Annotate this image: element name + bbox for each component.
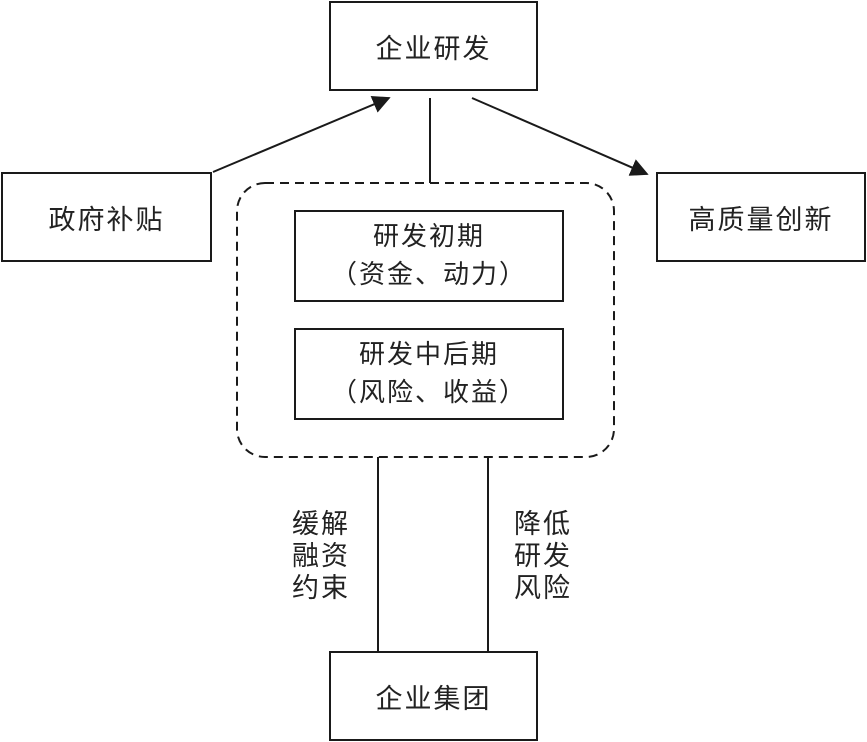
arrow-subsidy-to-rd [212,95,391,173]
rd-early-stage-title: 研发初期 [372,222,485,252]
node-government-subsidy-label: 政府补贴 [48,204,165,236]
rd-stages-container [236,182,615,458]
side-note-left-line: 融资 [292,541,350,572]
node-enterprise-group-label: 企业集团 [375,683,492,715]
side-note-right-line: 研发 [514,541,572,572]
node-rd-later-stage: 研发中后期 （风险、收益） [294,328,564,420]
rd-later-stage-title: 研发中后期 [358,340,499,370]
side-note-left-line: 约束 [292,573,350,604]
side-note-reduce-risk: 降低 研发 风险 [514,509,572,605]
node-rd-early-stage: 研发初期 （资金、动力） [294,210,564,302]
arrow-rd-to-innovation [471,97,649,176]
node-government-subsidy: 政府补贴 [1,172,212,262]
rd-early-stage-detail: （资金、动力） [330,260,527,290]
side-note-right-line: 风险 [514,573,572,604]
side-note-ease-financing: 缓解 融资 约束 [292,509,350,605]
node-high-quality-innovation: 高质量创新 [656,172,866,262]
node-enterprise-group: 企业集团 [329,651,538,741]
node-high-quality-innovation-label: 高质量创新 [688,204,834,236]
rd-later-stage-detail: （风险、收益） [330,378,527,408]
node-enterprise-rd: 企业研发 [329,1,538,91]
side-note-left-line: 缓解 [292,509,350,540]
node-enterprise-rd-label: 企业研发 [375,33,492,65]
side-note-right-line: 降低 [514,509,572,540]
